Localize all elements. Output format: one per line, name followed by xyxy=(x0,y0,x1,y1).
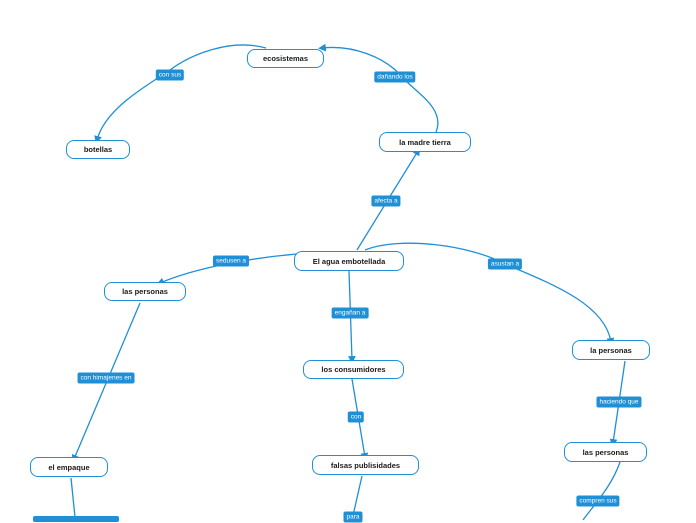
node-las-personas-right[interactable]: las personas xyxy=(564,442,647,462)
node-falsas-publisidades[interactable]: falsas publisidades xyxy=(312,455,419,475)
label-con-sus[interactable]: con sus xyxy=(155,69,185,81)
label-con-himajenes-en[interactable]: con himajenes en xyxy=(77,372,135,384)
node-el-empaque[interactable]: el empaque xyxy=(30,457,108,477)
label-con[interactable]: con xyxy=(347,411,365,423)
edge-laspersonas-compren xyxy=(582,461,621,520)
node-la-madre-tierra[interactable]: la madre tierra xyxy=(379,132,471,152)
node-las-personas-left[interactable]: las personas xyxy=(104,282,186,301)
label-haciendo-que[interactable]: haciendo que xyxy=(596,396,642,408)
label-compren-sus[interactable]: compren sus xyxy=(576,495,620,507)
node-partial-bottom[interactable] xyxy=(33,516,119,522)
label-afecta-a[interactable]: afecta a xyxy=(371,195,401,207)
node-ecosistemas[interactable]: ecosistemas xyxy=(247,49,324,68)
node-la-personas[interactable]: la personas xyxy=(572,340,650,360)
node-los-consumidores[interactable]: los consumidores xyxy=(303,360,404,379)
label-sedusen-a[interactable]: sedusen a xyxy=(213,255,249,267)
edge-empaque-down xyxy=(70,477,76,518)
edge-ecosistemas-botellas xyxy=(94,44,267,144)
label-danando-los[interactable]: dañando los xyxy=(374,71,416,83)
label-enganan-a[interactable]: engañan a xyxy=(331,307,369,319)
label-asustan-a[interactable]: asustan a xyxy=(487,258,523,270)
label-para[interactable]: para xyxy=(343,511,363,523)
node-el-agua-embotellada[interactable]: El agua embotellada xyxy=(294,251,404,271)
edge-madretierra-ecosistemas xyxy=(318,43,439,133)
node-botellas[interactable]: botellas xyxy=(66,140,130,159)
